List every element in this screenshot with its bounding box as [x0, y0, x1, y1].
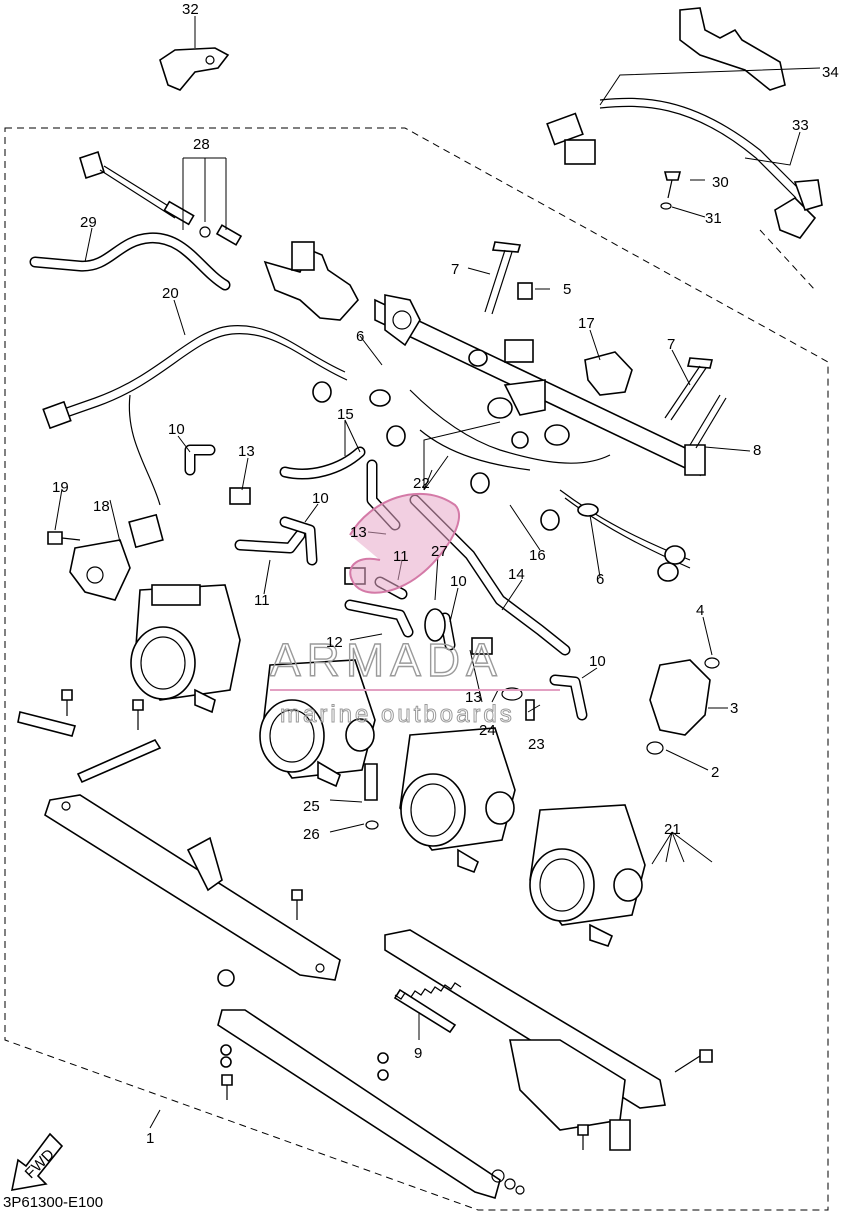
- callout: 12: [326, 634, 343, 651]
- callout: 26: [303, 826, 320, 843]
- callout: 23: [528, 736, 545, 753]
- callout: 6: [596, 571, 604, 588]
- watermark: ARMADA marine outboards: [269, 492, 560, 729]
- fuel-hose-33: [546, 7, 823, 239]
- callout: 2: [711, 764, 719, 781]
- callout: 7: [451, 261, 459, 278]
- callout: 10: [168, 421, 185, 438]
- cable-20: [42, 325, 348, 506]
- callout: 8: [753, 442, 761, 459]
- callout: 29: [80, 214, 97, 231]
- fuel-injector: [646, 657, 720, 755]
- callout: 13: [350, 524, 367, 541]
- callout: 28: [193, 136, 210, 153]
- callout: 34: [822, 64, 839, 81]
- fasteners: [61, 687, 713, 1195]
- callout: 15: [337, 406, 354, 423]
- callout-numbers: 1 2 3 4 5 6 6 7 7 8 9 10 10 10 10 11 11 …: [52, 1, 839, 1147]
- hose-29: [29, 232, 231, 291]
- callout: 5: [563, 281, 571, 298]
- callout: 9: [414, 1045, 422, 1062]
- throttle-body-1: [130, 584, 241, 714]
- bolts-top: [484, 171, 727, 449]
- callout: 20: [162, 285, 179, 302]
- callout: 22: [413, 475, 430, 492]
- callout: 7: [667, 336, 675, 353]
- callout: 13: [465, 689, 482, 706]
- throttle-body-4: [529, 804, 646, 947]
- callout: 31: [705, 210, 722, 227]
- callout: 10: [589, 653, 606, 670]
- spring-9: [394, 982, 462, 1000]
- callout: 6: [356, 328, 364, 345]
- link-plate-left: [17, 711, 341, 981]
- callout: 32: [182, 1, 199, 18]
- link-plate-bottom: [217, 929, 666, 1200]
- callout: 30: [712, 174, 729, 191]
- drawing-code: 3P61300-E100: [3, 1194, 103, 1211]
- callout: 10: [450, 573, 467, 590]
- callout: 10: [312, 490, 329, 507]
- callout: 19: [52, 479, 69, 496]
- callout: 1: [146, 1130, 154, 1147]
- throttle-body-3: [399, 727, 516, 874]
- watermark-logo-mark: [349, 492, 461, 594]
- sub-boundary: [759, 229, 816, 291]
- callout: 13: [238, 443, 255, 460]
- watermark-tagline: marine outboards: [280, 701, 515, 728]
- callout: 25: [303, 798, 320, 815]
- throttle-cable: [79, 47, 359, 321]
- callout: 18: [93, 498, 110, 515]
- fwd-arrow: FWD: [10, 1132, 64, 1191]
- callout: 21: [664, 821, 681, 838]
- callout: 4: [696, 602, 704, 619]
- callout: 11: [393, 548, 409, 565]
- callout: 27: [431, 543, 448, 560]
- callout: 14: [508, 566, 525, 583]
- callout: 3: [730, 700, 738, 717]
- callout: 24: [479, 722, 496, 739]
- sensor-18: [47, 513, 164, 601]
- callout: 33: [792, 117, 809, 134]
- watermark-brand: ARMADA: [270, 634, 503, 686]
- callout: 11: [254, 592, 270, 609]
- assembly-boundary: [4, 127, 829, 1211]
- fuel-rail-assembly: [312, 294, 706, 582]
- callout: 17: [578, 315, 595, 332]
- callout: 16: [529, 547, 546, 564]
- leader-lines: [54, 16, 821, 1129]
